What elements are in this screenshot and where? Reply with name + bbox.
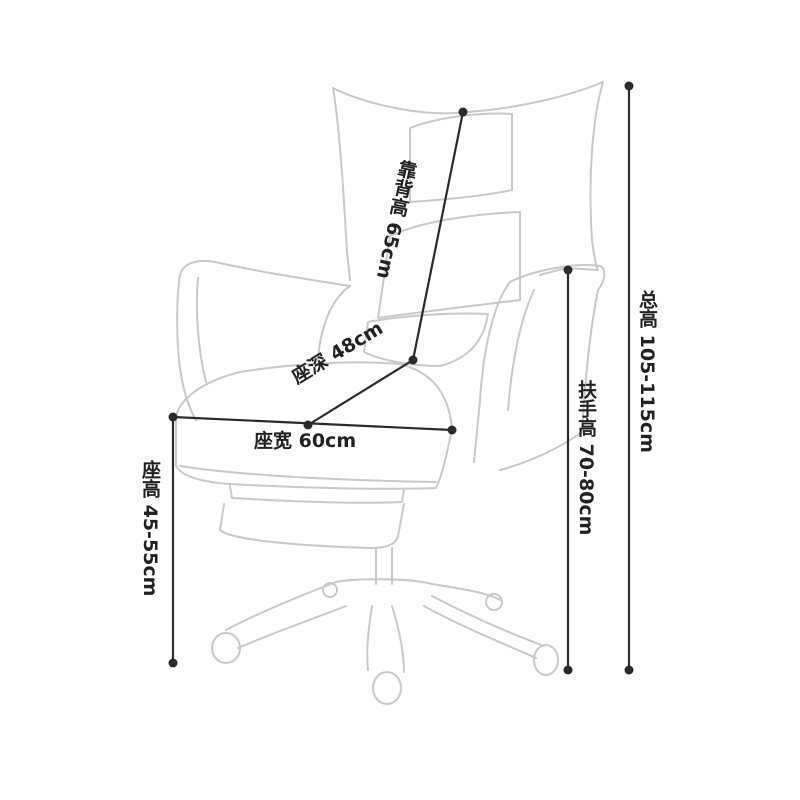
caster-front xyxy=(372,671,402,705)
total-height-top-dot xyxy=(624,81,634,91)
seat-width-right-dot xyxy=(447,425,457,435)
armrest-height-bottom-dot xyxy=(563,665,573,675)
backrest-outline xyxy=(332,81,604,281)
dimension-lines xyxy=(168,81,634,675)
total-height-bottom-dot xyxy=(624,665,634,675)
chair-outline xyxy=(175,81,606,705)
caster-right xyxy=(533,644,559,676)
backrest-height-line xyxy=(411,111,465,361)
seat-height-bottom-dot xyxy=(168,658,178,668)
total-height-label: 总高 105-115cm xyxy=(636,290,658,453)
left-armrest-outline xyxy=(176,259,351,421)
star-base-outline xyxy=(225,578,545,673)
armrest-height-top-dot xyxy=(563,265,573,275)
seat-width-line xyxy=(172,415,453,432)
backrest-cushion-top xyxy=(409,112,513,203)
caster-back xyxy=(485,593,503,611)
right-armrest-outline xyxy=(473,264,606,471)
seat-depth-line xyxy=(307,359,414,426)
seat-height-label: 座高 45-55cm xyxy=(139,460,161,597)
seat-front-edge xyxy=(179,465,437,483)
seat-width-label: 座宽 60cm xyxy=(254,430,357,452)
armrest-height-label: 扶手高 70-80cm xyxy=(575,380,597,536)
gas-column-outline xyxy=(375,547,393,585)
backrest-cushion-mid xyxy=(377,211,521,319)
footrest-outline xyxy=(219,485,405,549)
backrest-cushion-low xyxy=(363,312,489,367)
seat-cushion-outline xyxy=(175,361,453,490)
seat-depth-dot xyxy=(303,420,313,430)
caster-back-left xyxy=(322,582,338,598)
caster-left xyxy=(211,632,241,664)
backrest-height-top-dot xyxy=(458,107,468,117)
